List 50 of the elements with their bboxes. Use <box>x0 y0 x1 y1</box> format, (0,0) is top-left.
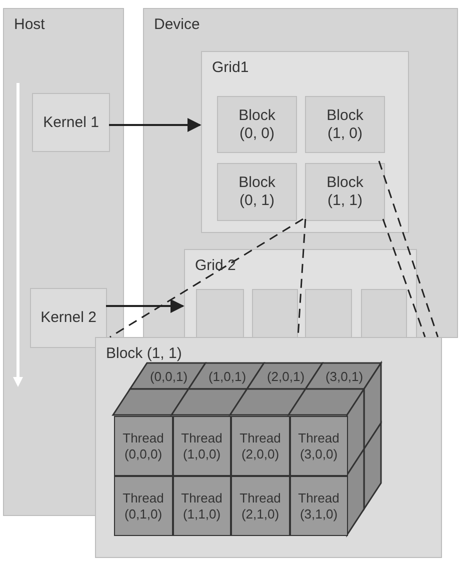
box-label: Thread (2,0,0) <box>238 430 282 462</box>
thread-cube-face <box>172 476 231 536</box>
box-label: Block (1, 0) <box>326 106 364 142</box>
box-label: Block (1, 1) <box>326 174 364 210</box>
box-label: (1,0,1) <box>207 369 248 385</box>
box-label: Kernel 1 <box>43 114 99 132</box>
grid-panel <box>184 249 417 338</box>
kernel-box <box>30 288 107 348</box>
box-label: (0,0,1) <box>148 369 189 385</box>
thread-cube-face <box>231 416 290 476</box>
kernel-box <box>32 93 110 152</box>
panel-title: Device <box>154 16 200 34</box>
box-label: (2,0,1) <box>266 369 306 385</box>
box-label: (3,0,1) <box>324 369 364 385</box>
panel-title: Host <box>14 16 45 34</box>
thread-cube-face <box>290 416 348 476</box>
arrow <box>109 118 202 132</box>
device-panel <box>143 8 458 338</box>
thread-cube-face <box>172 416 231 476</box>
block-box <box>305 163 385 221</box>
panel-title: Grid1 <box>212 59 249 77</box>
block-box <box>217 163 297 221</box>
block-box <box>217 96 297 153</box>
box-label: Thread (3,0,0) <box>297 430 340 462</box>
thread-cube-face <box>290 476 348 536</box>
dashed-line <box>378 160 439 338</box>
box-label: Thread (0,1,0) <box>122 490 165 522</box>
block-box <box>305 96 385 153</box>
box-label: Thread (0,0,0) <box>122 430 165 462</box>
thread-cube-face <box>114 416 172 476</box>
box-label: Thread (3,1,0) <box>297 490 340 522</box>
block-box <box>252 289 298 339</box>
box-label: Kernel 2 <box>40 309 96 327</box>
thread-cube-face <box>114 476 172 536</box>
grid-panel <box>201 51 409 233</box>
block-detail-panel <box>95 337 442 558</box>
box-label: Thread (2,1,0) <box>238 490 282 522</box>
block-box <box>361 289 407 339</box>
box-label: Block (0, 0) <box>238 106 276 142</box>
block-box <box>196 289 244 339</box>
dashed-line <box>110 218 304 338</box>
panel-title: Grid 2 <box>195 257 236 275</box>
box-label: Thread (1,0,0) <box>180 430 224 462</box>
panel-title: Block (1, 1) <box>106 345 182 363</box>
box-label: Thread (1,1,0) <box>180 490 224 522</box>
box-label: Block (0, 1) <box>238 174 276 210</box>
thread-cube-face <box>231 476 290 536</box>
arrow <box>106 299 184 314</box>
block-box <box>305 289 352 339</box>
dashed-line <box>382 218 426 338</box>
